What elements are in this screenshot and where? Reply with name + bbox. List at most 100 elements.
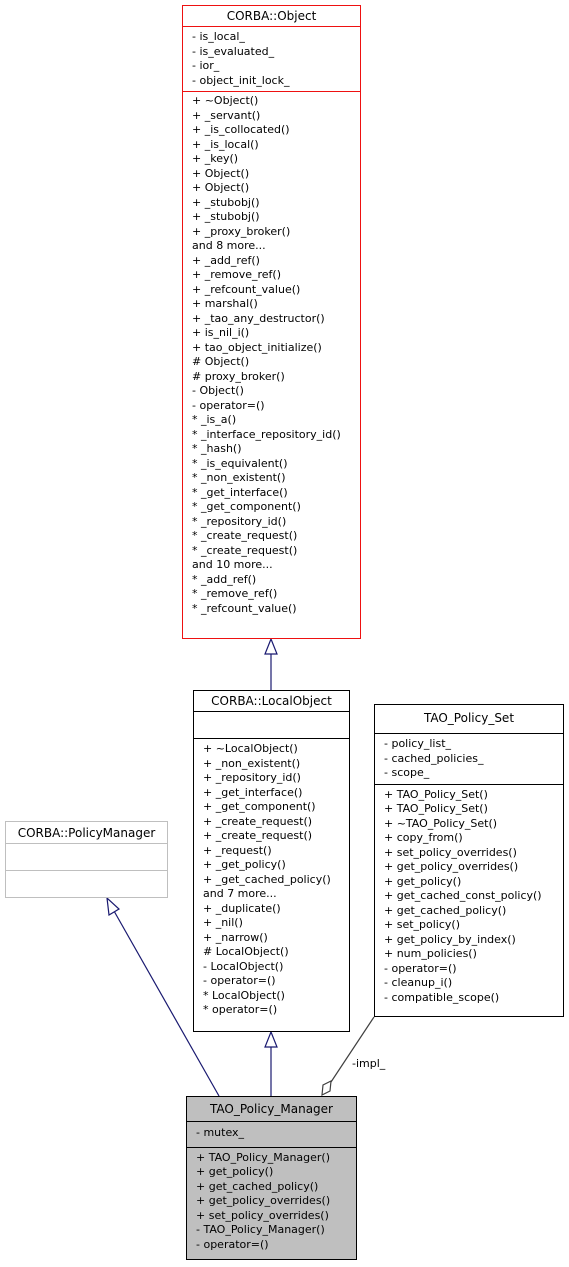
operation-item[interactable]: + _create_request(): [203, 829, 313, 842]
class-title: CORBA::Object: [226, 9, 317, 23]
operation-item[interactable]: * _get_component(): [192, 500, 301, 513]
operation-item[interactable]: * _non_existent(): [192, 471, 286, 484]
generalization-arrowhead: [264, 1030, 278, 1048]
operation-item[interactable]: - operator=(): [203, 974, 276, 987]
attribute-item[interactable]: - object_init_lock_: [192, 73, 290, 87]
operation-item[interactable]: + get_cached_policy(): [196, 1179, 319, 1193]
operation-item[interactable]: + _add_ref(): [192, 253, 260, 267]
operation-item[interactable]: + set_policy_overrides(): [384, 845, 517, 859]
operation-item[interactable]: + _is_local(): [192, 137, 259, 151]
operation-item[interactable]: * _remove_ref(): [192, 587, 278, 600]
operation-item[interactable]: + _stubobj(): [192, 195, 260, 209]
attribute-item[interactable]: - cached_policies_: [384, 751, 484, 765]
operation-item[interactable]: + _refcount_value(): [192, 282, 301, 296]
operation-item[interactable]: # Object(): [192, 355, 250, 368]
operation-item[interactable]: + _request(): [203, 843, 272, 857]
class-tao-policy-set[interactable]: TAO_Policy_Set - policy_list_- cached_po…: [374, 704, 564, 1017]
operation-item[interactable]: - LocalObject(): [203, 959, 284, 973]
operation-item[interactable]: + Object(): [192, 181, 250, 194]
operation-item[interactable]: + get_cached_policy(): [384, 903, 507, 917]
operation-item[interactable]: + _duplicate(): [203, 901, 281, 915]
attribute-item[interactable]: - scope_: [384, 766, 430, 779]
operation-item[interactable]: + ~TAO_Policy_Set(): [384, 816, 498, 830]
operation-item[interactable]: * _get_interface(): [192, 485, 288, 499]
operation-item[interactable]: + _get_cached_policy(): [203, 872, 331, 886]
attribute-item[interactable]: - mutex_: [196, 1126, 245, 1139]
operation-item[interactable]: + is_nil_i(): [192, 326, 250, 339]
attributes-section: [6, 843, 167, 870]
operation-item[interactable]: * _add_ref(): [192, 572, 257, 586]
operation-item[interactable]: + _tao_any_destructor(): [192, 311, 325, 325]
operation-item[interactable]: + _nil(): [203, 916, 243, 929]
operation-item[interactable]: + _get_interface(): [203, 785, 303, 799]
operation-item[interactable]: + ~Object(): [192, 94, 259, 107]
operation-item[interactable]: + TAO_Policy_Set(): [384, 787, 488, 801]
operation-item[interactable]: - Object(): [192, 384, 244, 397]
operation-item[interactable]: + get_policy(): [384, 874, 462, 888]
operation-item[interactable]: and 10 more...: [192, 558, 273, 571]
operation-item[interactable]: + _key(): [192, 152, 239, 165]
operation-item[interactable]: + TAO_Policy_Set(): [384, 802, 488, 815]
operation-item[interactable]: * _refcount_value(): [192, 601, 297, 615]
operation-item[interactable]: * _create_request(): [192, 543, 298, 557]
operation-item[interactable]: + _is_collocated(): [192, 123, 290, 136]
operation-item[interactable]: * LocalObject(): [203, 988, 285, 1002]
operation-item[interactable]: # LocalObject(): [203, 945, 289, 958]
operation-item[interactable]: * _is_equivalent(): [192, 456, 288, 470]
operation-item[interactable]: # proxy_broker(): [192, 369, 285, 383]
operation-item[interactable]: + ~LocalObject(): [203, 742, 298, 755]
attribute-item[interactable]: - is_local_: [192, 30, 245, 43]
operation-item[interactable]: + set_policy(): [384, 918, 460, 931]
operation-item[interactable]: + copy_from(): [384, 831, 463, 844]
class-corba-object[interactable]: CORBA::Object - is_local_- is_evaluated_…: [182, 5, 361, 639]
operation-item[interactable]: * _repository_id(): [192, 514, 287, 528]
operation-item[interactable]: + _remove_ref(): [192, 268, 281, 281]
operation-item[interactable]: + get_policy_overrides(): [196, 1194, 331, 1207]
operation-item[interactable]: + set_policy_overrides(): [196, 1208, 329, 1222]
operation-item[interactable]: + _get_policy(): [203, 858, 286, 871]
operation-item[interactable]: * _interface_repository_id(): [192, 427, 341, 441]
attribute-item[interactable]: - policy_list_: [384, 737, 452, 750]
operation-item[interactable]: and 8 more...: [192, 239, 266, 252]
class-title: TAO_Policy_Set: [423, 711, 515, 725]
operation-item[interactable]: - operator=(): [384, 961, 457, 975]
attributes-section: - mutex_: [187, 1121, 356, 1147]
class-tao-policy-manager[interactable]: TAO_Policy_Manager - mutex_ + TAO_Policy…: [186, 1096, 357, 1260]
attribute-item[interactable]: - is_evaluated_: [192, 44, 275, 58]
operation-item[interactable]: * _hash(): [192, 442, 242, 455]
operation-item[interactable]: - cleanup_i(): [384, 976, 453, 989]
operation-item[interactable]: + _stubobj(): [192, 210, 260, 223]
operation-item[interactable]: + get_policy(): [196, 1165, 274, 1178]
operation-item[interactable]: * _create_request(): [192, 529, 298, 542]
operation-item[interactable]: - TAO_Policy_Manager(): [196, 1223, 325, 1236]
edge-policymanager-to-corba-policymanager: [113, 910, 220, 1097]
operation-item[interactable]: * operator=(): [203, 1003, 278, 1016]
generalization-arrowhead: [106, 896, 120, 916]
operation-item[interactable]: * _is_a(): [192, 413, 237, 426]
operation-item[interactable]: + _create_request(): [203, 814, 313, 828]
class-corba-policymanager[interactable]: CORBA::PolicyManager: [5, 821, 168, 898]
operation-item[interactable]: + marshal(): [192, 297, 258, 310]
operation-item[interactable]: - operator=(): [192, 398, 265, 412]
operation-item[interactable]: + _servant(): [192, 108, 261, 122]
operation-item[interactable]: - compatible_scope(): [384, 990, 500, 1004]
operation-item[interactable]: + tao_object_initialize(): [192, 340, 322, 354]
operation-item[interactable]: + TAO_Policy_Manager(): [196, 1150, 331, 1164]
operation-item[interactable]: + num_policies(): [384, 947, 477, 960]
operation-item[interactable]: + get_policy_overrides(): [384, 860, 519, 873]
operation-item[interactable]: - operator=(): [196, 1237, 269, 1251]
operation-item[interactable]: and 7 more...: [203, 887, 277, 900]
attribute-item[interactable]: - ior_: [192, 59, 220, 72]
operation-item[interactable]: + get_cached_const_policy(): [384, 889, 542, 902]
attributes-section: [194, 711, 349, 738]
operation-item[interactable]: + Object(): [192, 166, 250, 180]
class-corba-localobject[interactable]: CORBA::LocalObject + ~LocalObject()+ _no…: [193, 690, 350, 1032]
operation-item[interactable]: + _proxy_broker(): [192, 224, 291, 238]
operation-item[interactable]: + _repository_id(): [203, 771, 301, 784]
operation-item[interactable]: + _get_component(): [203, 800, 316, 813]
operation-item[interactable]: + get_policy_by_index(): [384, 932, 516, 946]
operations-section: [6, 870, 167, 896]
operation-item[interactable]: + _non_existent(): [203, 756, 301, 770]
operation-item[interactable]: + _narrow(): [203, 930, 268, 944]
